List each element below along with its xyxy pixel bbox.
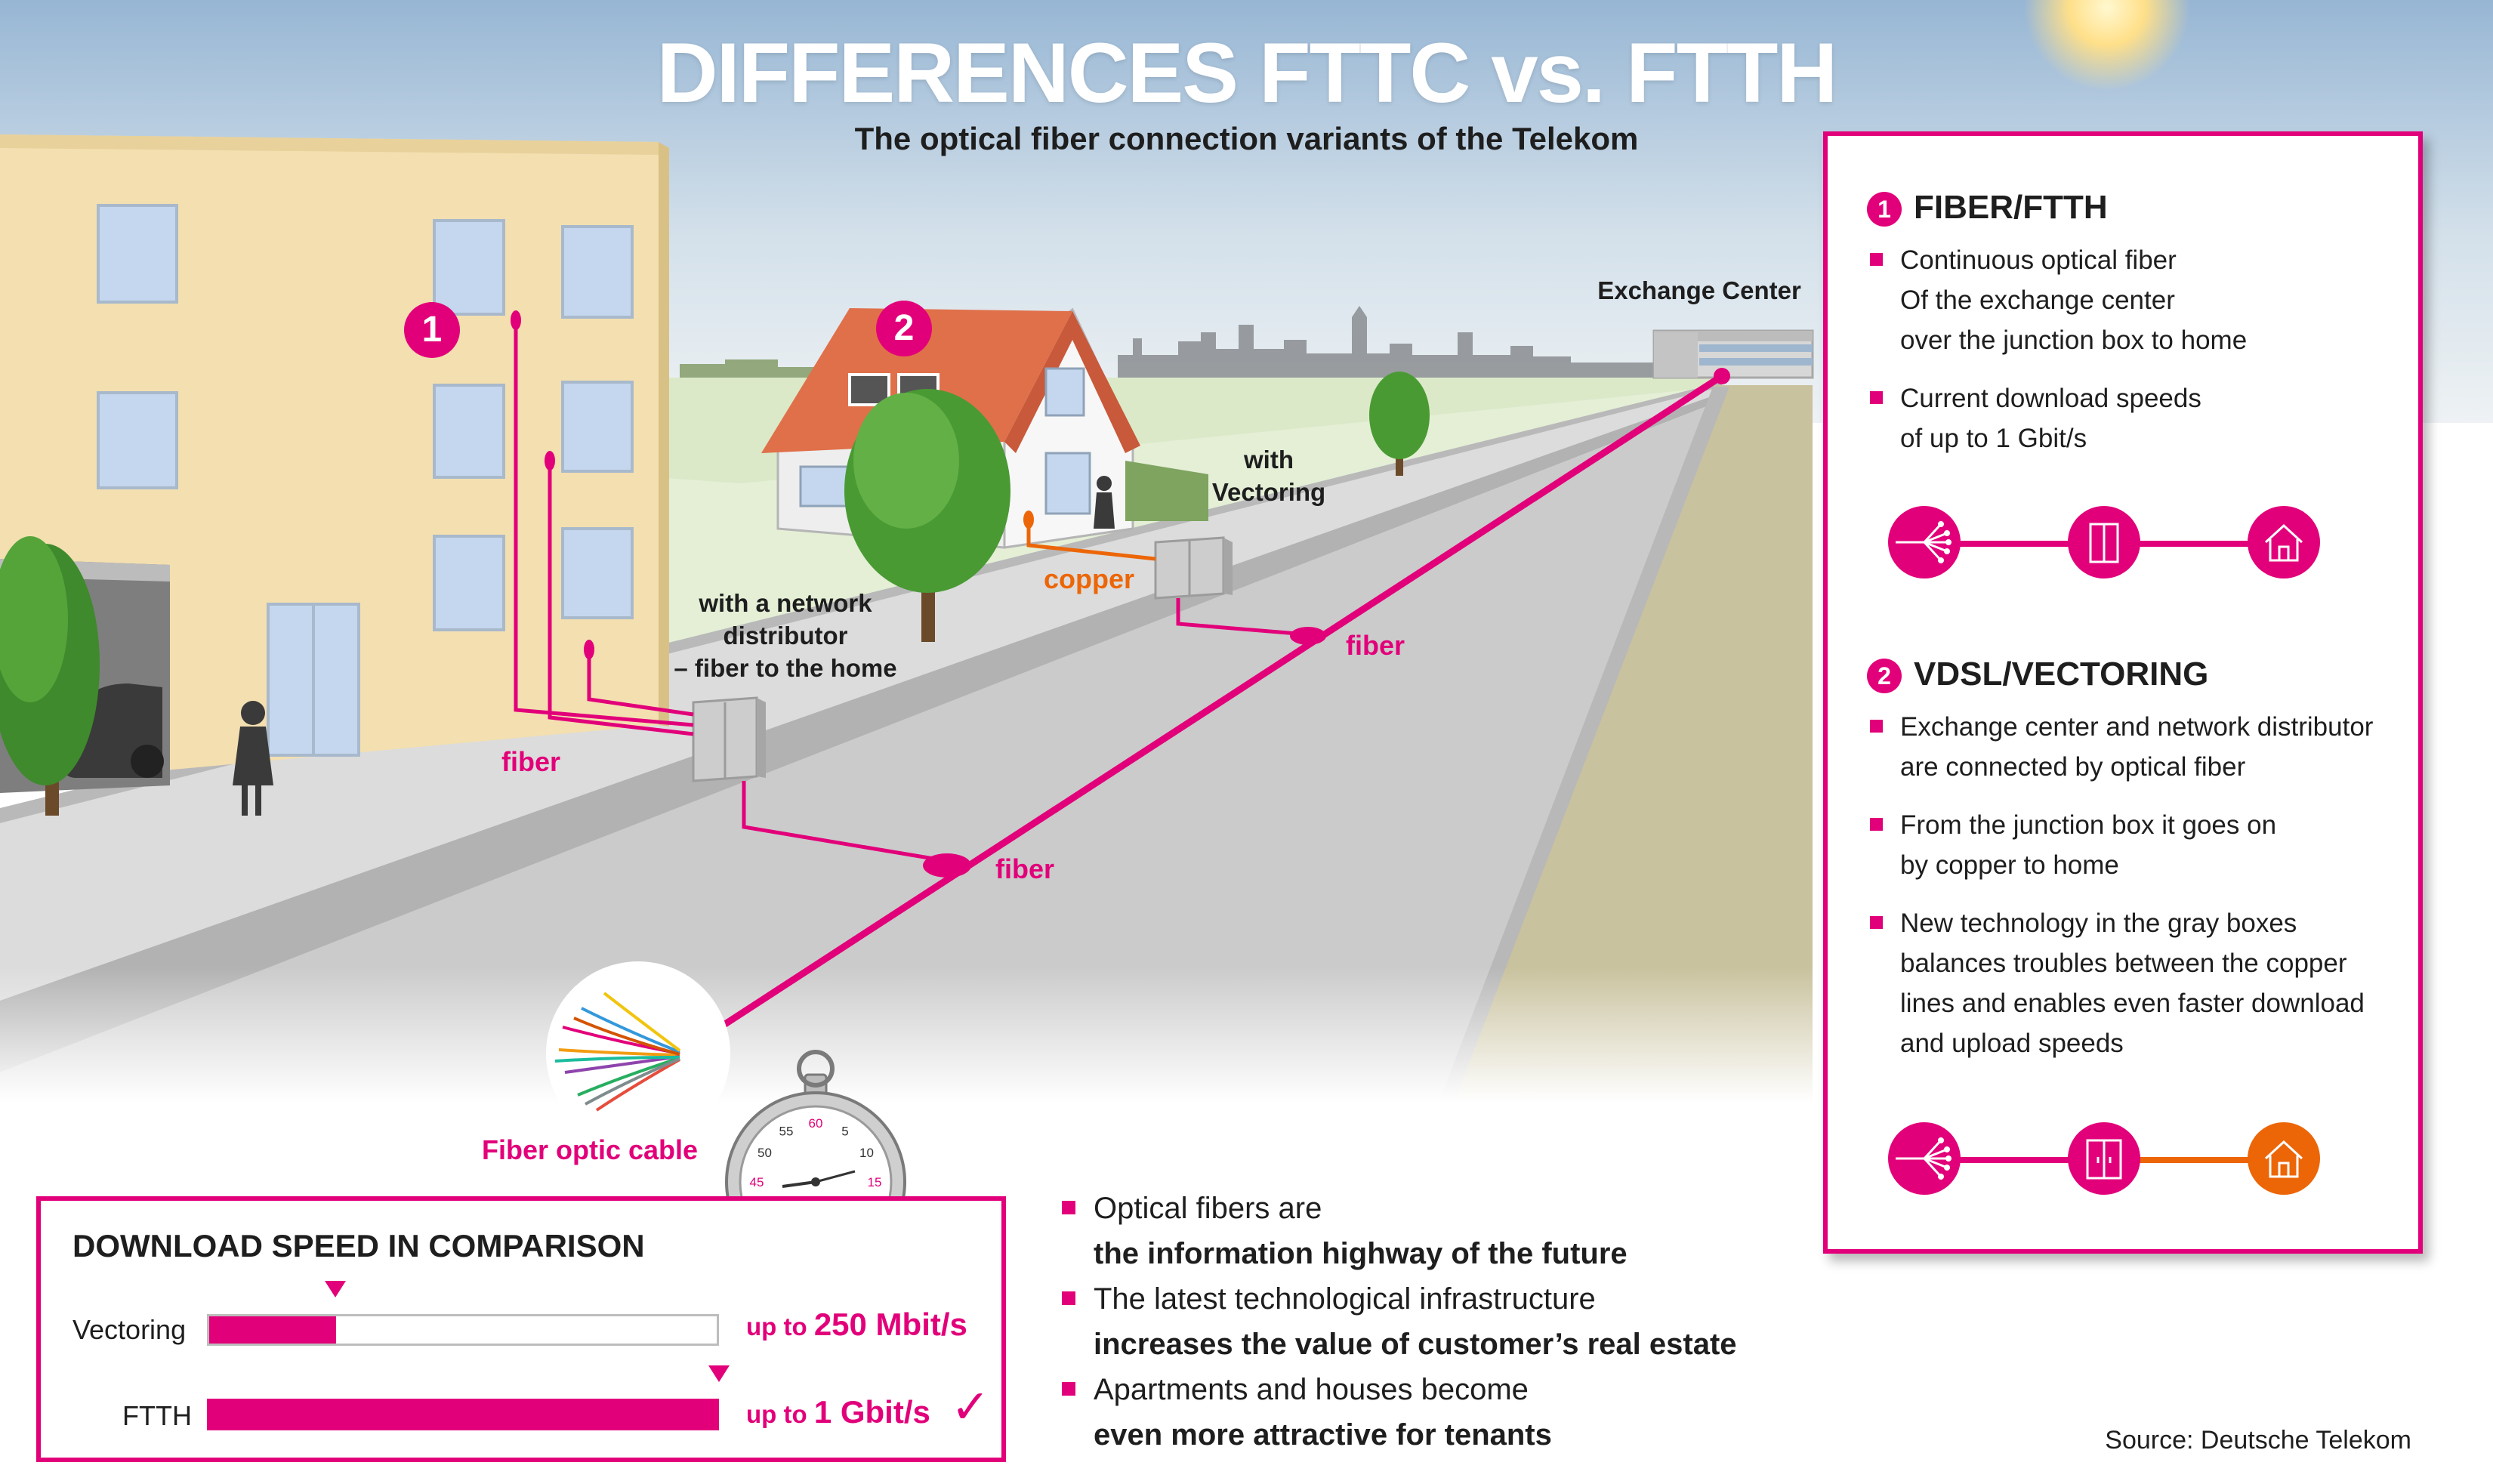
- ftth-bullet-list: Continuous optical fiber Of the exchange…: [1867, 240, 2396, 458]
- vectoring-speed-value: up to 250 Mbit/s: [746, 1307, 967, 1342]
- home-icon: [2248, 506, 2320, 578]
- main-fiber-line: [677, 373, 1724, 1057]
- fiber-label-building: fiber: [501, 746, 561, 777]
- stopwatch-number: 45: [750, 1175, 764, 1189]
- ftth-connection-chain: [1888, 506, 2356, 582]
- highlight-item: Optical fibers are the information highw…: [1060, 1186, 1785, 1276]
- curb: [0, 393, 1722, 1072]
- vdsl-bullet: From the junction box it goes on by copp…: [1867, 805, 2411, 885]
- copper-line: [1026, 523, 1156, 561]
- fiber-label-house: fiber: [1346, 630, 1405, 661]
- vdsl-bullet: Exchange center and network distributor …: [1867, 707, 2411, 787]
- pedestrian-woman: [233, 701, 273, 816]
- city-skyline: [1118, 306, 1661, 378]
- network-distributor-label: with a network distributor – fiber to th…: [674, 589, 897, 682]
- apartment-building: [0, 134, 669, 793]
- with-vectoring-label: with Vectoring: [1211, 446, 1326, 506]
- checkmark-icon: ✓: [951, 1381, 990, 1433]
- stopwatch-number: 60: [809, 1116, 823, 1131]
- ftth-bar-fill: [209, 1401, 717, 1428]
- home-icon: [2248, 1122, 2320, 1195]
- stopwatch-number: 15: [868, 1175, 882, 1189]
- page-subtitle: The optical fiber connection variants of…: [854, 121, 1639, 156]
- road-right-shoulder: [1442, 385, 1813, 1103]
- fiber-optic-cable-label: Fiber optic cable: [482, 1134, 699, 1165]
- marker-2-label: 2: [893, 308, 915, 348]
- copper-label: copper: [1044, 563, 1135, 594]
- ftth-bar-track: [207, 1399, 719, 1430]
- tree-left: [0, 536, 100, 816]
- fiber-splitter-icon: [1888, 1122, 1961, 1195]
- highlights-list: Optical fibers are the information highw…: [1060, 1186, 1785, 1458]
- vdsl-bullet-list: Exchange center and network distributor …: [1867, 707, 2411, 1063]
- network-distributor-box: [692, 696, 766, 782]
- marker-1-label: 1: [421, 310, 443, 350]
- building-fiber-lines: [514, 323, 1307, 863]
- ftth-bullet: Continuous optical fiber Of the exchange…: [1867, 240, 2396, 360]
- stopwatch-number: 5: [841, 1125, 848, 1139]
- fiber-optic-cable-end: [546, 961, 730, 1146]
- highlight-item: The latest technological infrastructure …: [1060, 1276, 1785, 1367]
- stopwatch-number: 50: [757, 1146, 772, 1160]
- house-tree: [844, 389, 1010, 642]
- vdsl-connection-chain: [1888, 1122, 2356, 1198]
- vectoring-box: [1154, 536, 1233, 600]
- vectoring-bar-marker: [324, 1281, 346, 1297]
- exchange-center-building: [1652, 329, 1814, 379]
- distribution-box-icon: [2068, 506, 2140, 578]
- exchange-center-label: Exchange Center: [1597, 276, 1801, 304]
- road: [0, 400, 1813, 1103]
- vectoring-bar-track: [207, 1314, 719, 1346]
- vdsl-bullet: New technology in the gray boxes balance…: [1867, 903, 2411, 1063]
- ftth-bar-marker: [708, 1365, 730, 1382]
- ftth-badge: 1: [1867, 192, 1902, 227]
- speed-comparison-title: DOWNLOAD SPEED IN COMPARISON: [73, 1228, 645, 1263]
- source-note: Source: Deutsche Telekom: [2105, 1426, 2411, 1455]
- stopwatch-number: 10: [859, 1146, 874, 1160]
- vdsl-badge: 2: [1867, 659, 1902, 694]
- distant-tree: [1369, 372, 1430, 476]
- page-title: DIFFERENCES FTTC vs. FTTH: [656, 26, 1838, 120]
- ftth-bar-label: FTTH: [122, 1400, 192, 1431]
- vectoring-bar-fill: [209, 1316, 336, 1344]
- fiber-label-road: fiber: [995, 853, 1055, 884]
- highlight-item: Apartments and houses become even more a…: [1060, 1367, 1785, 1458]
- distribution-box-icon: [2068, 1122, 2140, 1195]
- download-speed-comparison: DOWNLOAD SPEED IN COMPARISON Vectoring u…: [36, 1196, 1006, 1462]
- pedestrian-house: [1094, 476, 1115, 529]
- marker-1-badge: 1: [404, 302, 460, 358]
- sidewalk: [0, 385, 1722, 1001]
- stopwatch-number: 55: [779, 1125, 794, 1139]
- ftth-speed-value: up to 1 Gbit/s ✓: [746, 1381, 990, 1433]
- marker-2-badge: 2: [876, 301, 932, 356]
- fiber-splitter-icon: [1888, 506, 1961, 578]
- vectoring-bar-label: Vectoring: [73, 1314, 187, 1345]
- ftth-bullet: Current download speeds of up to 1 Gbit/…: [1867, 378, 2396, 458]
- sun: [2024, 0, 2190, 91]
